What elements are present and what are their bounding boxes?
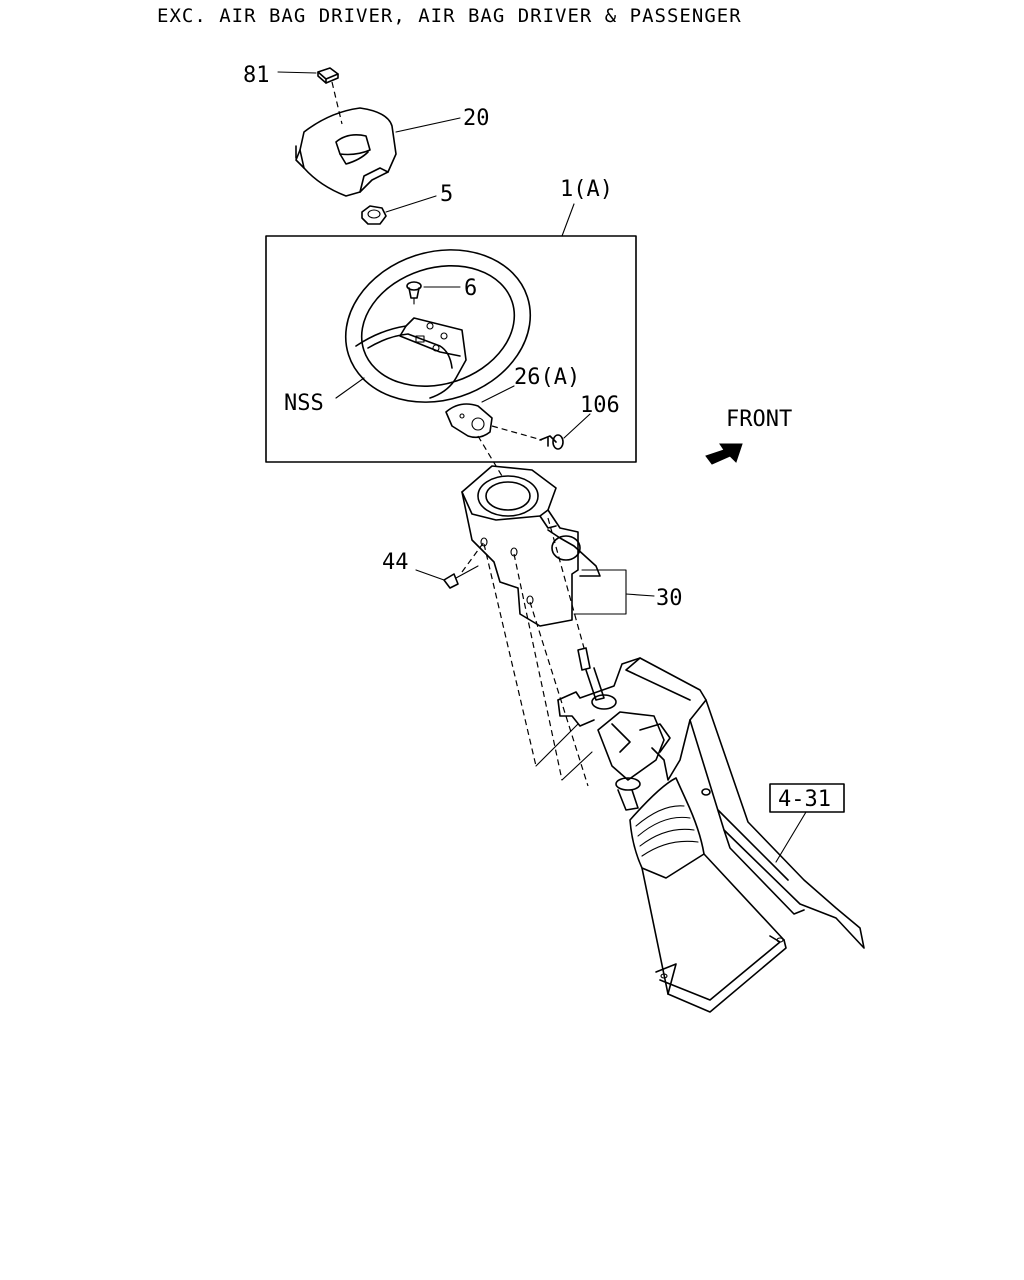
steering-wheel-assembly-box: [265, 235, 637, 463]
part-20-horn-pad: [295, 107, 397, 197]
label-20: 20: [463, 106, 490, 131]
reference-box: [769, 783, 845, 813]
part-26a-cancel-cam: [445, 403, 493, 439]
leader-30: [625, 593, 655, 597]
label-5: 5: [440, 182, 453, 207]
dash-81: [331, 81, 343, 125]
steering-wheel: [344, 249, 532, 403]
leader-nss: [335, 377, 365, 399]
leader-ref: [775, 811, 807, 863]
label-30: 30: [656, 586, 683, 611]
label-106: 106: [580, 393, 620, 418]
part-81-pin: [317, 67, 339, 84]
dash-align-2: [513, 553, 563, 781]
dash-44: [461, 541, 485, 573]
part-30-column-cover: [461, 465, 601, 627]
leader-5: [385, 195, 437, 213]
leader-106: [563, 413, 591, 439]
label-26a: 26(A): [514, 365, 580, 390]
label-81: 81: [243, 63, 270, 88]
label-1a: 1(A): [560, 177, 613, 202]
dash-align-1: [483, 543, 537, 767]
leader-20: [395, 117, 461, 133]
part-44-screw: [443, 565, 479, 589]
label-ref-4-31: 4-31: [778, 787, 831, 812]
leader-44: [415, 569, 445, 581]
column-cover-lower-1: [535, 723, 579, 767]
dash-26a: [491, 425, 543, 441]
dash-align-3: [529, 601, 589, 787]
dash-wheel-column: [477, 435, 503, 477]
label-nss: NSS: [284, 391, 324, 416]
part-6-screw: [406, 281, 422, 305]
leader-26a: [481, 385, 515, 403]
column-cover-lower-2: [561, 751, 593, 781]
label-6: 6: [464, 276, 477, 301]
label-front: FRONT: [726, 407, 792, 432]
part-5-nut: [361, 205, 387, 225]
part-106-bolt: [539, 434, 564, 450]
diagram-title: EXC. AIR BAG DRIVER, AIR BAG DRIVER & PA…: [157, 5, 742, 27]
label-44: 44: [382, 550, 409, 575]
leader-81: [277, 71, 317, 74]
front-arrow-icon: [705, 443, 743, 465]
bracket-30: [573, 569, 627, 615]
steering-column: [547, 517, 865, 1013]
leader-1a: [561, 203, 575, 237]
